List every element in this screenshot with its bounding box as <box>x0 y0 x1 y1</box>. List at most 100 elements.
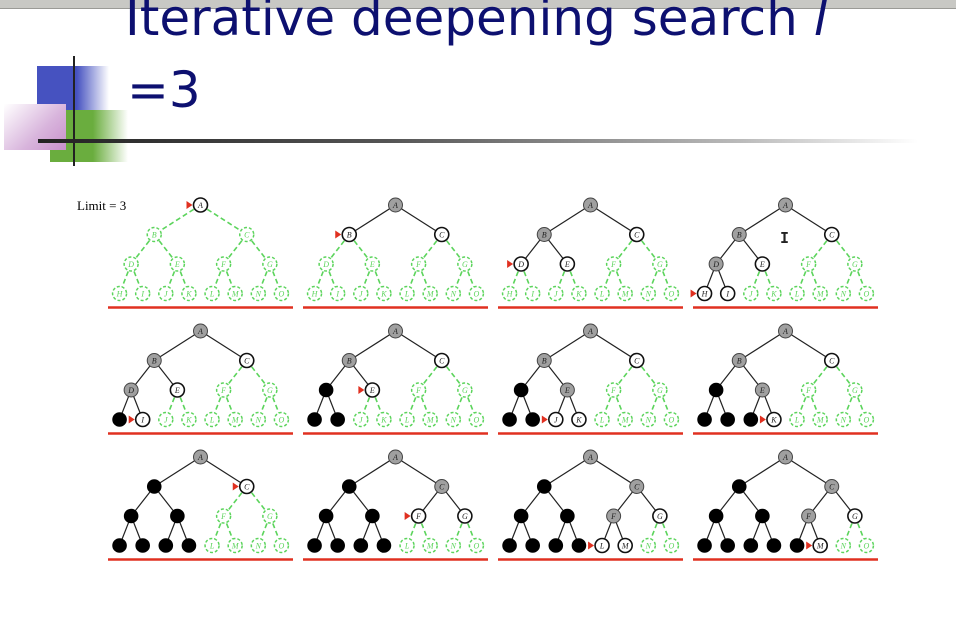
node-label: E <box>564 386 570 395</box>
node-label: F <box>805 386 811 395</box>
tree-edge <box>246 360 271 391</box>
tree-node-F <box>605 382 622 398</box>
tree-edge <box>222 234 248 265</box>
node-label: A <box>587 327 593 336</box>
node-label: O <box>864 290 870 299</box>
tree-edge <box>612 360 638 391</box>
node-label: A <box>587 201 593 210</box>
current-node-marker-icon <box>128 415 135 424</box>
tree-node-C <box>238 352 255 369</box>
tree-node-M <box>227 537 243 554</box>
tree-node-I <box>720 412 735 427</box>
tree-node-A <box>388 323 403 339</box>
node-label: M <box>231 542 240 551</box>
tree-node-H <box>501 285 518 302</box>
tree-node-A <box>583 197 598 213</box>
tree-node-K <box>181 285 197 302</box>
tree-node-F <box>410 508 427 524</box>
tree-node-O <box>858 285 875 302</box>
tree-node-B <box>731 479 747 494</box>
node-label: M <box>231 416 240 425</box>
tree-node-O <box>663 411 680 428</box>
node-label: E <box>759 386 765 395</box>
tree-node-H <box>306 285 323 302</box>
node-label: L <box>794 416 800 425</box>
tree-node-J <box>353 411 369 428</box>
node-label: G <box>657 260 663 269</box>
node-label: K <box>185 416 192 425</box>
tree-edge <box>738 204 786 236</box>
node-label: C <box>634 483 640 492</box>
tree-node-O <box>273 285 290 302</box>
tree-edge <box>636 234 661 265</box>
node-label: L <box>794 290 800 299</box>
node-label: M <box>426 416 435 425</box>
tree-node-G <box>457 508 473 524</box>
node-label: G <box>462 260 468 269</box>
tree-node-C <box>628 352 645 369</box>
tree-node-M <box>812 285 828 302</box>
tree-node-C <box>433 226 450 243</box>
node-label: E <box>369 260 375 269</box>
node-label: F <box>220 260 226 269</box>
tree-node-C <box>823 352 840 369</box>
tree-edge <box>153 330 201 362</box>
tree-edge <box>325 234 350 265</box>
tree-node-E <box>754 256 771 272</box>
current-node-marker-icon <box>507 260 514 268</box>
tree-node-K <box>766 538 782 553</box>
tree-node-L <box>594 537 610 554</box>
tree-node-A <box>193 323 208 339</box>
tree-node-B <box>536 227 552 242</box>
tree-node-J <box>353 538 369 553</box>
tree-node-C <box>629 479 645 494</box>
node-label: N <box>645 542 652 551</box>
tree-edge <box>200 330 248 362</box>
node-label: K <box>770 416 777 425</box>
tree-node-O <box>663 537 680 554</box>
tree-node-E <box>559 382 575 398</box>
tree-edge <box>785 330 833 362</box>
tree-node-J <box>158 538 174 553</box>
tree-node-D <box>708 508 724 524</box>
tree-node-J <box>548 285 564 302</box>
tree-node-I <box>719 285 736 302</box>
tree-edge <box>612 234 638 265</box>
tree-node-H <box>502 538 517 553</box>
tree-node-M <box>422 411 438 428</box>
node-label: L <box>209 290 215 299</box>
tree-node-L <box>399 411 415 428</box>
node-label: A <box>782 453 788 462</box>
tree-node-I <box>134 411 151 428</box>
node-label: A <box>392 453 398 462</box>
tree-edge <box>348 204 396 236</box>
tree-edge <box>395 204 443 236</box>
node-label: B <box>347 357 352 366</box>
tree-node-L <box>399 537 415 554</box>
node-label: A <box>197 453 203 462</box>
node-label: G <box>267 386 273 395</box>
tree-node-J <box>158 411 174 428</box>
tree-node-K <box>181 411 197 428</box>
node-label: M <box>231 290 240 299</box>
tree-node-M <box>227 411 243 428</box>
tree-node-N <box>250 411 267 428</box>
tree-node-G <box>847 382 863 398</box>
tree-node-O <box>858 537 875 554</box>
tree-node-D <box>513 508 529 524</box>
tree-edge <box>590 204 638 236</box>
tree-node-B <box>536 479 552 494</box>
tree-node-G <box>652 382 668 398</box>
tree-node-G <box>262 382 278 398</box>
tree-node-D <box>513 382 529 398</box>
node-label: A <box>782 327 788 336</box>
tree-edge <box>200 456 248 488</box>
tree-node-F <box>606 508 622 524</box>
tree-edge <box>785 204 833 236</box>
node-label: E <box>369 386 375 395</box>
node-label: G <box>657 386 663 395</box>
node-label: I <box>530 290 534 299</box>
tree-node-O <box>663 285 680 302</box>
tree-node-B <box>146 226 162 243</box>
tree-node-A <box>778 197 793 213</box>
